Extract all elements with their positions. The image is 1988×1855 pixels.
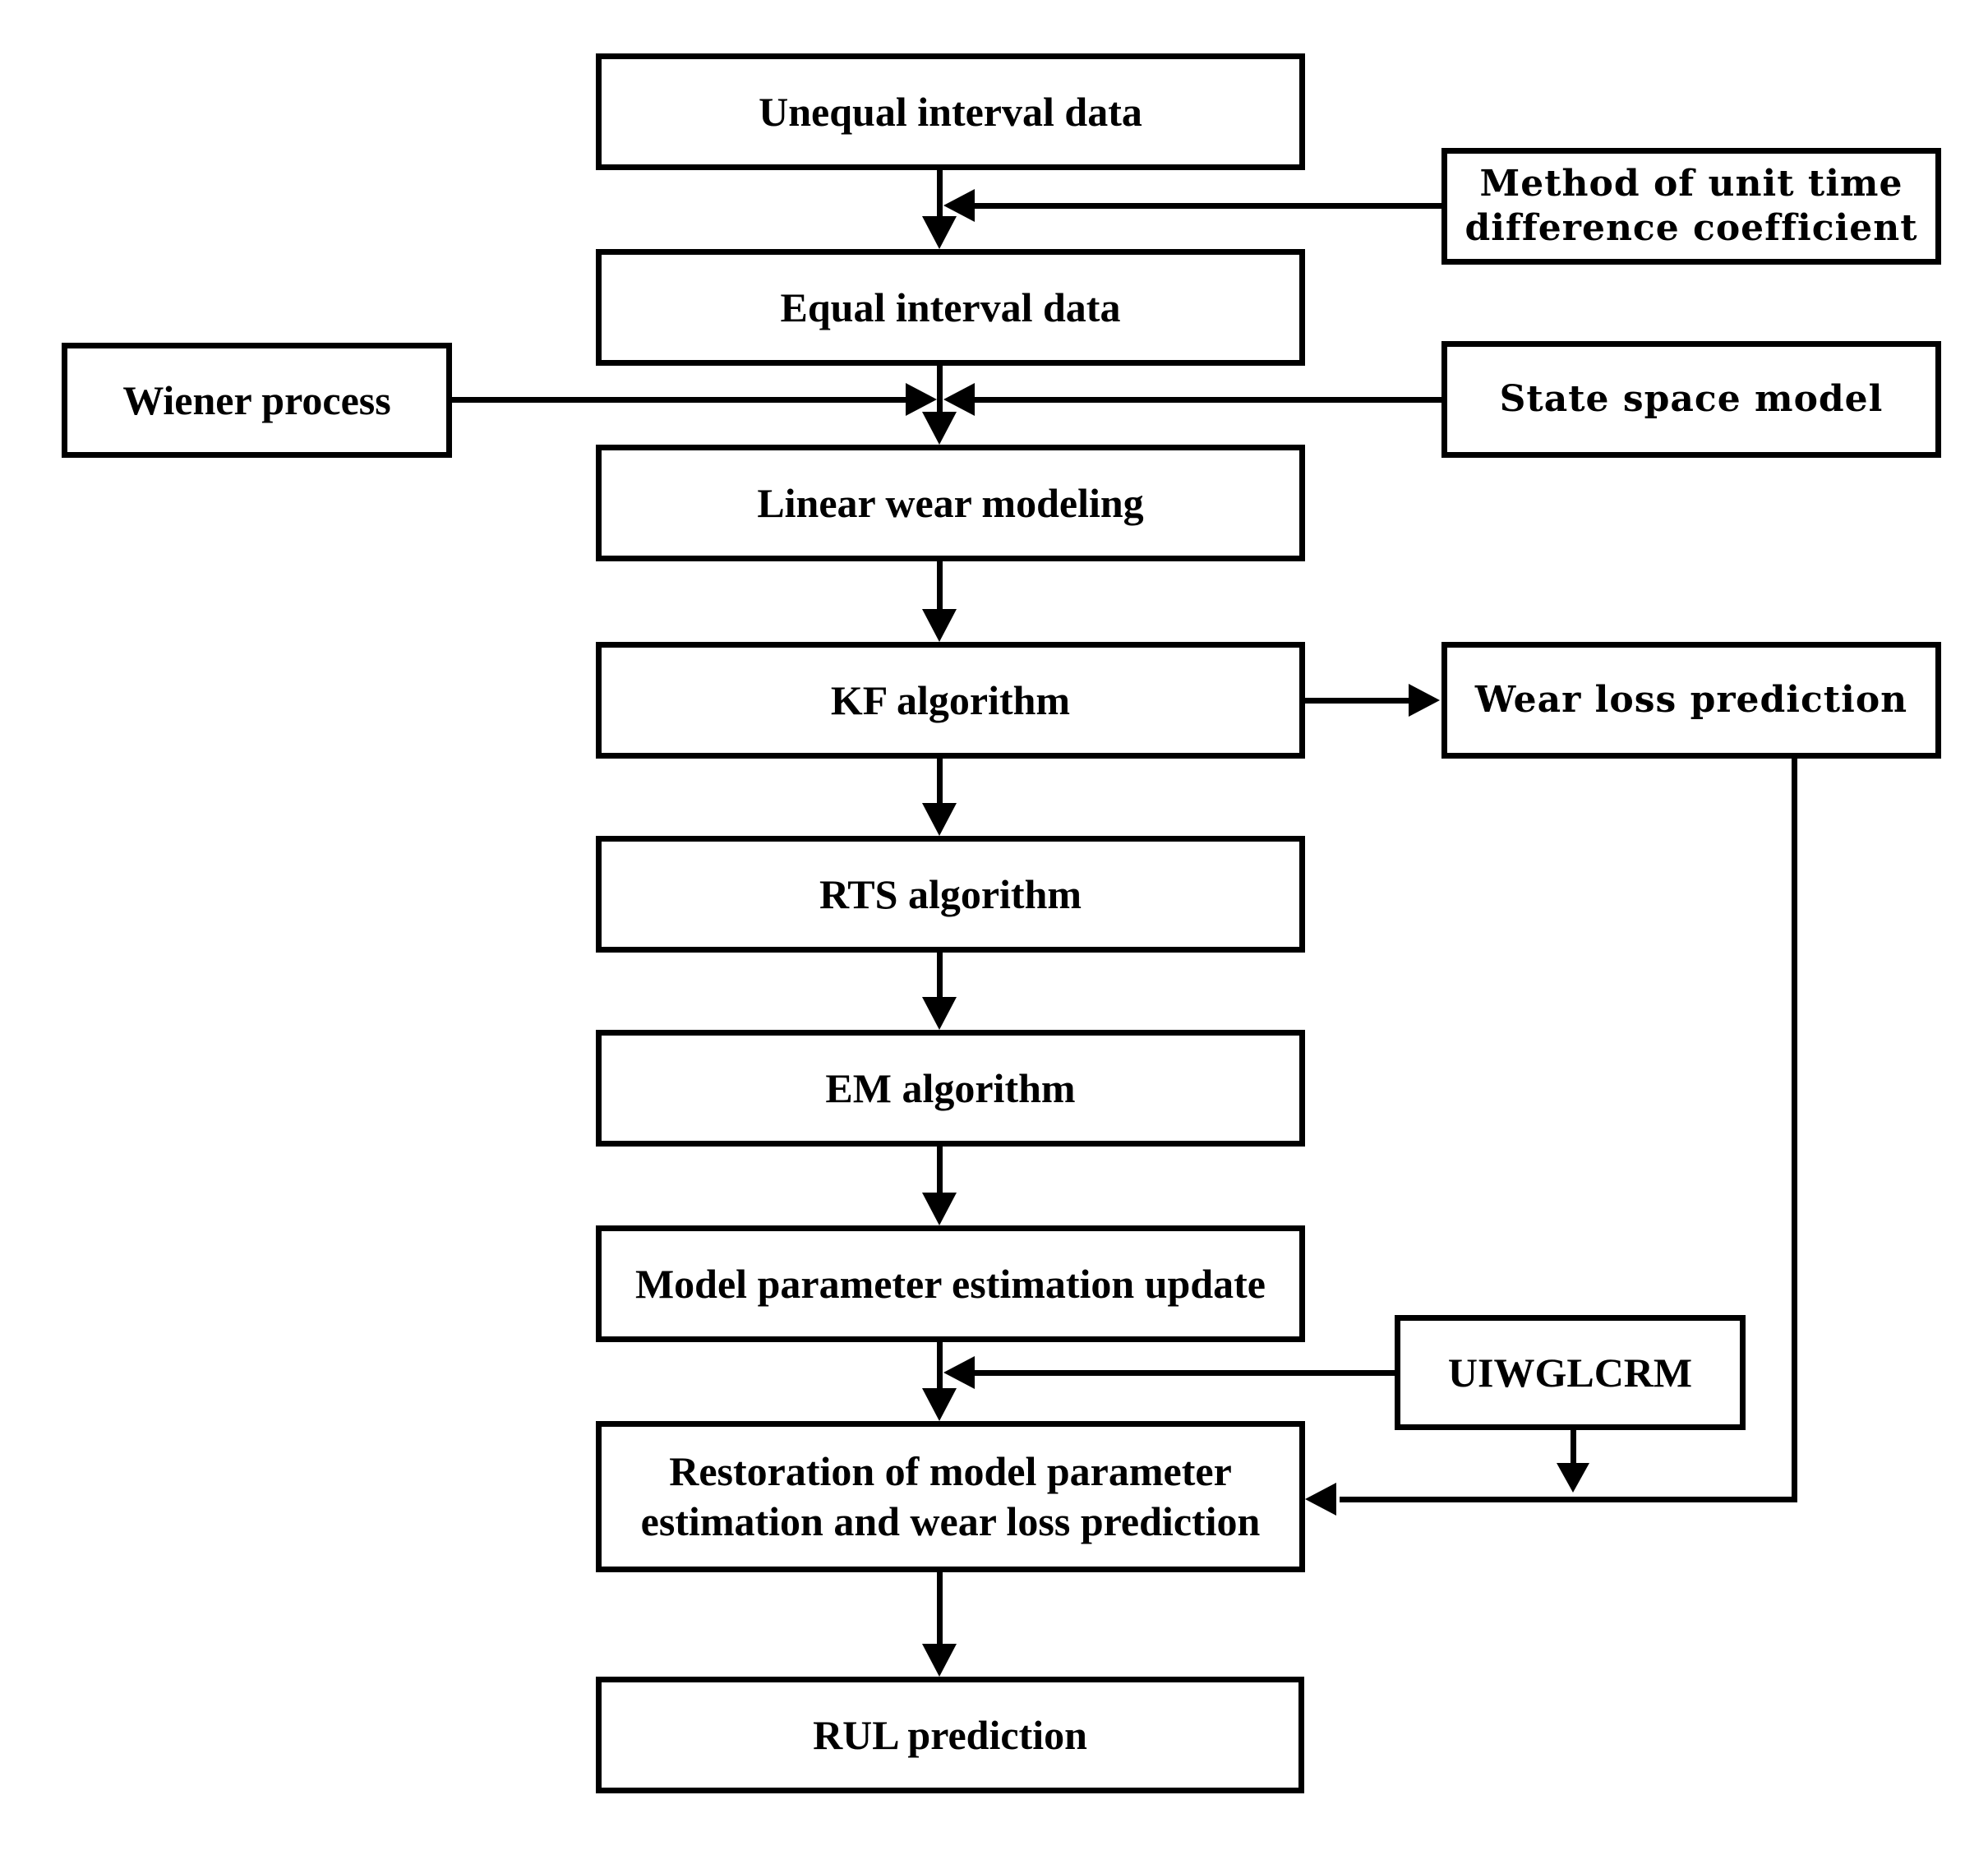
line-equal-to-linear <box>937 366 943 413</box>
line-wear-down <box>1792 759 1797 1502</box>
node-restoration-model-parameter-wear-loss: Restoration of model parameter estimatio… <box>596 1421 1305 1572</box>
node-rul-prediction-label: RUL prediction <box>813 1711 1087 1758</box>
line-rts-to-em <box>937 953 943 999</box>
node-em-algorithm-label: EM algorithm <box>825 1064 1076 1111</box>
line-model-to-restoration <box>937 1342 943 1390</box>
arrowhead-down-into-rts <box>922 803 957 836</box>
node-em-algorithm: EM algorithm <box>596 1030 1305 1147</box>
node-rts-algorithm: RTS algorithm <box>596 836 1305 953</box>
node-unequal-interval-data: Unequal interval data <box>596 53 1305 170</box>
arrowhead-left-from-method <box>943 189 975 222</box>
node-method-unit-time-difference-coefficient: Method of unit time difference coefficie… <box>1441 148 1941 265</box>
arrowhead-down-into-restoration <box>922 1388 957 1421</box>
node-model-parameter-estimation-update: Model parameter estimation update <box>596 1225 1305 1342</box>
line-wiener-to-spine <box>450 397 906 403</box>
arrowhead-right-into-wear <box>1409 684 1440 717</box>
arrowhead-right-from-wiener <box>906 383 937 416</box>
line-state-to-spine <box>975 397 1441 403</box>
arrowhead-down-from-uiwglcrm <box>1557 1463 1589 1493</box>
arrowhead-down-into-kf <box>922 609 957 642</box>
line-linear-to-kf <box>937 561 943 611</box>
node-unequal-interval-data-label: Unequal interval data <box>759 88 1142 135</box>
arrowhead-down-into-em <box>922 997 957 1030</box>
node-wear-loss-prediction: Wear loss prediction <box>1441 642 1941 759</box>
line-method-to-spine <box>975 203 1441 209</box>
line-uiwglcrm-down <box>1571 1428 1576 1465</box>
arrowhead-down-into-model <box>922 1193 957 1225</box>
arrowhead-left-from-state <box>943 383 975 416</box>
node-method-unit-time-difference-coefficient-label: Method of unit time difference coefficie… <box>1464 163 1918 249</box>
line-restoration-to-rul <box>937 1572 943 1645</box>
node-rts-algorithm-label: RTS algorithm <box>819 870 1082 917</box>
arrowhead-left-from-uiwglcrm <box>943 1356 975 1389</box>
node-wiener-process: Wiener process <box>62 343 452 458</box>
node-model-parameter-estimation-update-label: Model parameter estimation update <box>634 1260 1266 1307</box>
node-equal-interval-data-label: Equal interval data <box>780 284 1121 330</box>
line-kf-to-wear <box>1305 698 1409 704</box>
node-linear-wear-modeling: Linear wear modeling <box>596 445 1305 561</box>
node-linear-wear-modeling-label: Linear wear modeling <box>757 479 1144 526</box>
line-em-to-model <box>937 1147 943 1194</box>
node-restoration-model-parameter-wear-loss-label: Restoration of model parameter estimatio… <box>640 1448 1261 1544</box>
line-unequal-to-equal <box>937 170 943 217</box>
line-kf-to-rts <box>937 759 943 805</box>
node-kf-algorithm: KF algorithm <box>596 642 1305 759</box>
node-uiwglcrm: UIWGLCRM <box>1395 1315 1746 1430</box>
node-state-space-model: State space model <box>1441 341 1941 458</box>
node-state-space-model-label: State space model <box>1499 378 1884 421</box>
line-uiwglcrm-to-spine <box>975 1370 1395 1376</box>
node-uiwglcrm-label: UIWGLCRM <box>1447 1349 1693 1396</box>
node-wiener-process-label: Wiener process <box>122 376 391 423</box>
line-wear-elbow-left <box>1340 1497 1797 1502</box>
arrowhead-down-into-linear <box>922 412 957 445</box>
node-wear-loss-prediction-label: Wear loss prediction <box>1474 679 1908 722</box>
node-equal-interval-data: Equal interval data <box>596 249 1305 366</box>
node-kf-algorithm-label: KF algorithm <box>830 676 1071 723</box>
arrowhead-down-into-rul <box>922 1644 957 1677</box>
arrowhead-left-into-restoration <box>1305 1483 1336 1516</box>
node-rul-prediction: RUL prediction <box>596 1677 1304 1793</box>
